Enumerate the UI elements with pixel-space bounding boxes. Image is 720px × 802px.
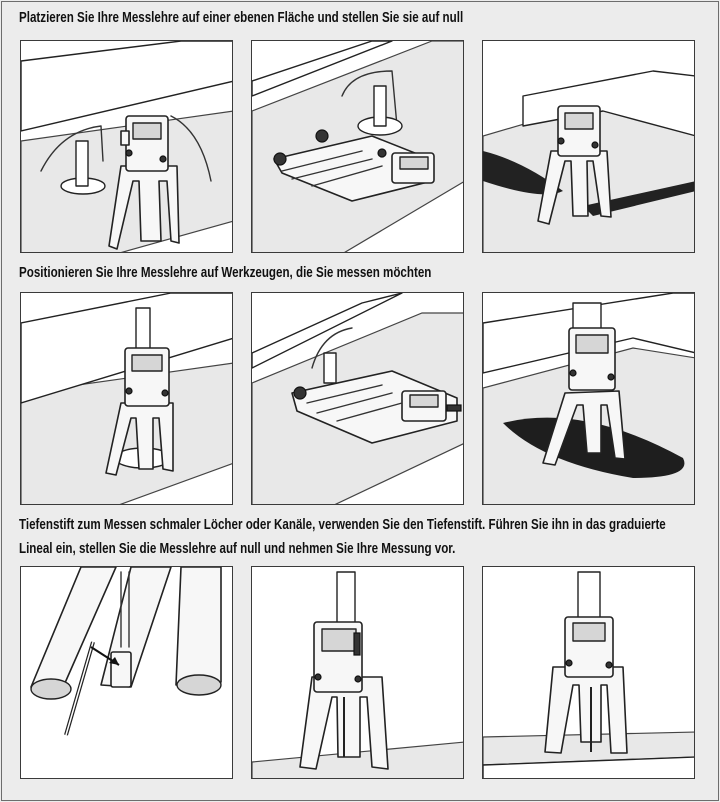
illustration-gauge-on-saw-table	[482, 40, 695, 253]
section-2-heading: Positionieren Sie Ihre Messlehre auf Wer…	[19, 265, 432, 281]
illustration-depth-pin-measuring	[482, 566, 695, 779]
illustration-gauge-on-saw-blade	[482, 292, 695, 505]
section-3-heading-line-2: Lineal ein, stellen Sie die Messlehre au…	[19, 541, 456, 557]
illustration-gauge-lying-flat	[251, 40, 464, 253]
illustration-depth-pin-insert	[20, 566, 233, 779]
illustration-gauge-on-router-table	[20, 40, 233, 253]
section-1-heading: Platzieren Sie Ihre Messlehre auf einer …	[19, 10, 464, 26]
illustration-gauge-over-router-bit	[20, 292, 233, 505]
illustration-depth-pin-gauge-front	[251, 566, 464, 779]
section-3-heading-line-1: Tiefenstift zum Messen schmaler Löcher o…	[19, 517, 666, 533]
illustration-gauge-flat-on-router	[251, 292, 464, 505]
